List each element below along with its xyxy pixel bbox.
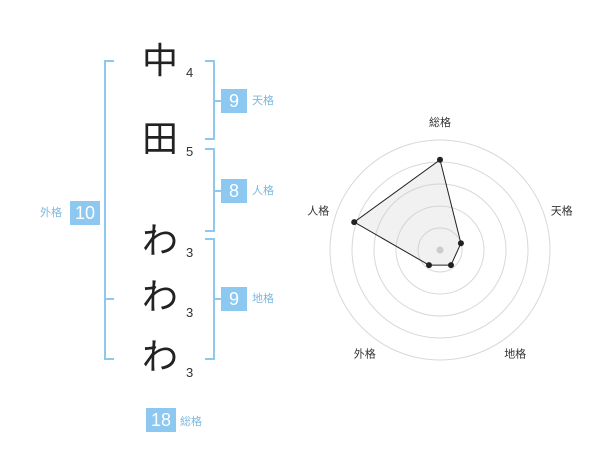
chikaku-bracket [205,238,215,360]
stroke-count-5: 3 [186,365,194,380]
radar-ring-3 [373,183,507,317]
radar-point-4 [426,262,433,269]
radar-center [436,246,444,254]
gaikaku-bracket-tick [104,298,114,300]
tenkaku-bracket [205,60,215,140]
stroke-count-2: 5 [186,144,194,159]
radar-axis-label-2: 天格 [551,203,573,217]
gaikaku-value: 10 [70,201,100,225]
radar-axis-label-4: 外格 [354,347,376,361]
jinkaku-connector [215,190,221,192]
radar-ring-1 [417,227,463,273]
radar-axis-label-5: 人格 [307,203,329,217]
tenkaku-connector [215,100,221,102]
stroke-count-3: 3 [186,245,194,260]
stroke-count-4: 3 [186,305,194,320]
radar-ring-5 [329,139,551,361]
chikaku-label: 地格 [252,292,274,305]
stroke-count-1: 4 [186,65,194,80]
jinkaku-value: 8 [221,179,247,203]
tenkaku-value: 9 [221,89,247,113]
radar-point-1 [437,156,443,163]
name-char-1: 中 [141,41,178,82]
tenkaku-label: 天格 [252,94,274,107]
radar-point-3 [447,262,454,269]
soukaku-value: 18 [146,408,176,432]
radar-point-5 [351,219,358,226]
name-char-3: わ [141,221,178,262]
radar-ring-2 [395,205,485,295]
gaikaku-bracket [104,60,114,360]
jinkaku-bracket [205,148,215,232]
radar-axis-label-1: 総格 [429,115,451,129]
chikaku-connector [215,298,221,300]
name-char-2: 田 [141,119,178,160]
jinkaku-label: 人格 [252,184,274,197]
radar-series-polygon [353,158,462,266]
chikaku-value: 9 [221,287,247,311]
radar-point-2 [457,240,464,247]
gaikaku-label: 外格 [40,206,62,219]
soukaku-label: 総格 [180,415,202,428]
name-char-5: わ [141,337,178,378]
name-char-4: わ [141,277,178,318]
radar-axis-label-3: 地格 [504,347,526,361]
